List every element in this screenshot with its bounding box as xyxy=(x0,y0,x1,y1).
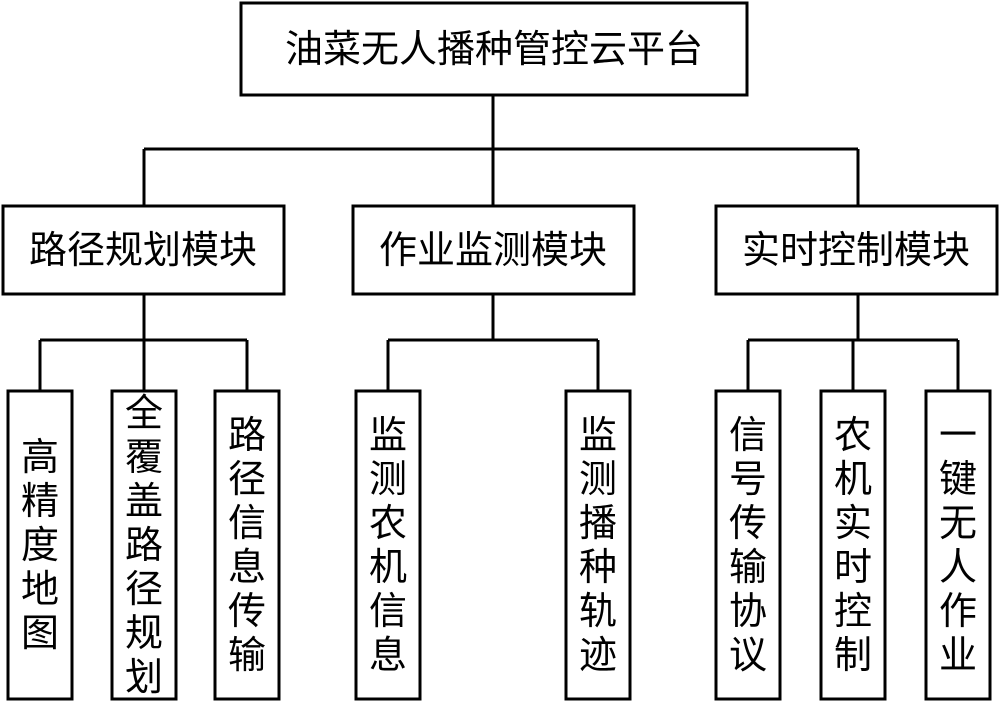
leaf-node-2-1: 监测农机信息 xyxy=(354,389,422,701)
module-1-label: 路径规划模块 xyxy=(29,228,257,272)
leaf-3-3-label: 一键无人作业 xyxy=(939,413,977,677)
leaf-2-2-label: 监测播种轨迹 xyxy=(579,413,617,677)
root-label: 油菜无人播种管控云平台 xyxy=(285,27,703,71)
module-2-label: 作业监测模块 xyxy=(379,228,607,272)
leaf-1-1-label: 高精度地图 xyxy=(21,435,59,655)
module-node-3: 实时控制模块 xyxy=(714,204,999,296)
leaf-1-3-label: 路径信息传输 xyxy=(228,413,266,677)
root-node: 油菜无人播种管控云平台 xyxy=(239,1,749,97)
connectors xyxy=(38,95,960,391)
module-node-2: 作业监测模块 xyxy=(351,204,636,296)
module-3-label: 实时控制模块 xyxy=(742,228,970,272)
leaf-node-3-1: 信号传输协议 xyxy=(714,389,782,701)
leaf-2-1-label: 监测农机信息 xyxy=(369,413,407,677)
leaf-node-2-2: 监测播种轨迹 xyxy=(564,389,632,701)
leaf-node-3-2: 农机实时控制 xyxy=(819,389,887,701)
module-node-1: 路径规划模块 xyxy=(1,204,286,296)
leaf-node-3-3: 一键无人作业 xyxy=(924,389,992,701)
leaf-1-2-label: 全覆盖路径规划 xyxy=(125,391,163,699)
leaf-node-1-1: 高精度地图 xyxy=(6,389,74,701)
leaf-3-1-label: 信号传输协议 xyxy=(729,413,767,677)
leaf-node-1-2: 全覆盖路径规划 xyxy=(110,389,178,701)
leaf-node-1-3: 路径信息传输 xyxy=(213,389,281,701)
leaf-3-2-label: 农机实时控制 xyxy=(834,413,872,677)
